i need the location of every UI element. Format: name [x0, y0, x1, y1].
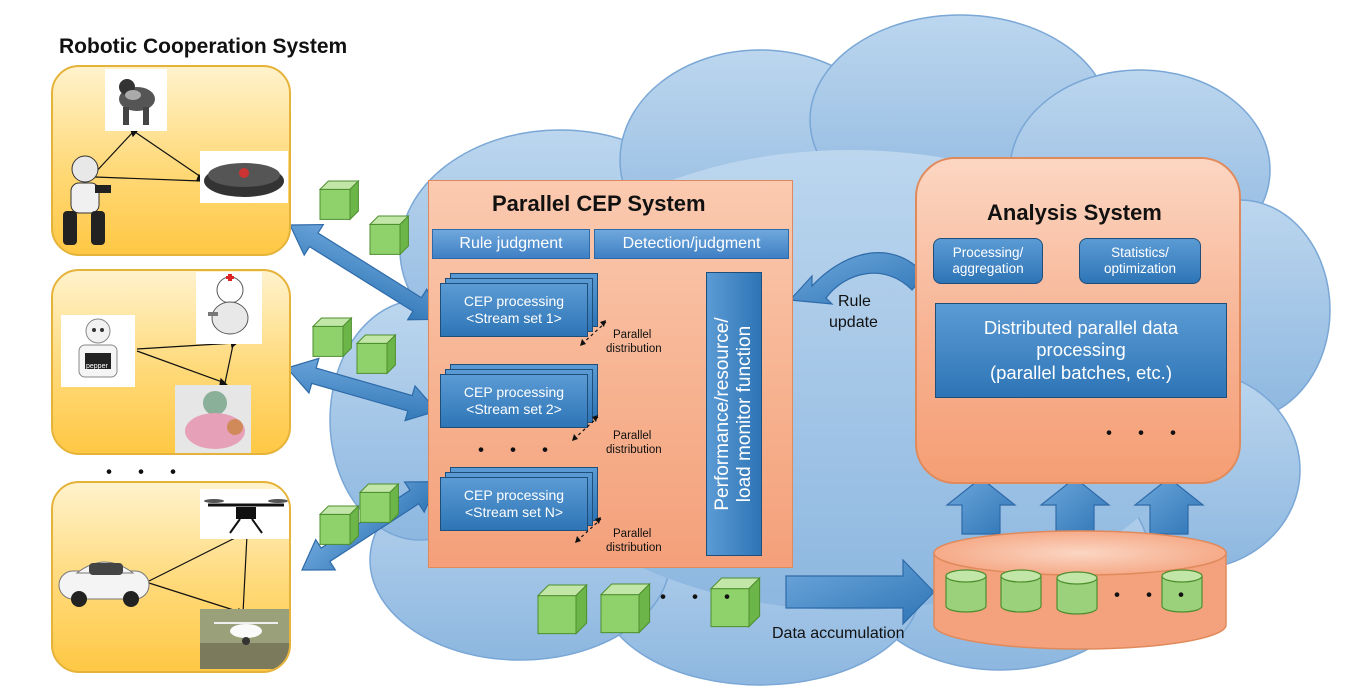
stream-set-label: <Stream set 2> — [466, 401, 562, 417]
distributed-label-line1: Distributed parallel data — [983, 317, 1179, 339]
distribution-label: distribution — [606, 343, 662, 355]
distribution-label: distribution — [606, 444, 662, 456]
bottom-cube-dots: ・・・ — [652, 585, 749, 610]
parallel-label: Parallel — [613, 329, 652, 341]
data-cube-icon — [318, 179, 360, 221]
data-cube-icon — [355, 333, 397, 375]
db-cylinder-icon — [1161, 569, 1203, 613]
self-driving-car-icon — [55, 555, 153, 612]
up-arrow-icon — [1039, 477, 1111, 535]
bidirectional-arrows — [285, 223, 442, 571]
statistics-optimization-box: Statistics/ optimization — [1079, 238, 1201, 284]
robot-groups-dots: ・・・ — [98, 460, 195, 485]
data-cube-icon — [368, 214, 410, 256]
rule-update-label-line1: Rule — [838, 293, 871, 310]
data-cube-icon — [358, 482, 400, 524]
cep-processing-box: CEP processing <Stream set 1> — [440, 283, 588, 337]
distributed-label-line2: processing — [1036, 339, 1126, 361]
care-robot-icon — [175, 385, 251, 453]
quadcopter-icon — [200, 609, 289, 671]
drone-icon — [200, 489, 289, 544]
robot-group-panel-1 — [51, 65, 291, 256]
storage-data-cylinders — [945, 569, 1203, 615]
rule-judgment-label: Rule judgment — [432, 229, 590, 259]
analysis-cube-dots: ・・・ — [1098, 421, 1195, 446]
optimization-label: optimization — [1103, 261, 1177, 276]
pepper-label: pepper — [86, 363, 108, 370]
rule-update-label-line2: update — [829, 314, 878, 331]
distribution-label: distribution — [606, 542, 662, 554]
distributed-processing-box: Distributed parallel data processing (pa… — [935, 303, 1227, 398]
humanoid-robot-icon — [55, 149, 113, 254]
data-accumulation-arrow — [785, 558, 935, 626]
performance-monitor-function: Performance/resource/ load monitor funct… — [706, 272, 762, 556]
parallel-label: Parallel — [613, 528, 652, 540]
data-cube-icon — [599, 582, 651, 634]
aggregation-label: aggregation — [952, 261, 1024, 276]
stream-set-label: <Stream set 1> — [466, 310, 562, 326]
upload-arrows — [945, 477, 1205, 535]
up-arrow-icon — [1133, 477, 1205, 535]
storage-dots: ・・・ — [1106, 583, 1203, 608]
cep-processing-label: CEP processing — [463, 293, 565, 310]
robot-group-panel-3 — [51, 481, 291, 673]
robotic-system-title: Robotic Cooperation System — [59, 35, 348, 58]
distributed-label-line3: (parallel batches, etc.) — [989, 361, 1172, 383]
data-cube-icon — [536, 583, 588, 635]
data-cube-icon — [709, 576, 761, 628]
parallel-label: Parallel — [613, 430, 652, 442]
data-cube-icon — [318, 504, 360, 546]
cep-processing-box: CEP processing <Stream set 2> — [440, 374, 588, 428]
cep-system-title: Parallel CEP System — [492, 191, 706, 216]
parallel-distribution-arrow — [575, 517, 602, 543]
nurse-robot-icon — [196, 272, 262, 349]
cep-processing-box: CEP processing <Stream set N> — [440, 477, 588, 531]
detection-judgment-label: Detection/judgment — [594, 229, 789, 259]
statistics-label: Statistics/ — [1111, 244, 1169, 260]
data-cube-icon — [311, 316, 353, 358]
stream-set-label: <Stream set N> — [464, 504, 564, 520]
robot-group-panel-2: pepper — [51, 269, 291, 455]
robot-dog-icon — [105, 69, 167, 136]
parallel-distribution-arrow — [572, 415, 599, 441]
cep-processor-dots: ・・・ — [470, 438, 567, 463]
cep-processing-label: CEP processing — [463, 384, 565, 401]
analysis-system-title: Analysis System — [987, 200, 1162, 225]
data-accumulation-label: Data accumulation — [772, 625, 905, 642]
robot-vacuum-icon — [200, 151, 288, 208]
monitor-label-line1: Performance/resource/ — [712, 317, 734, 511]
pepper-robot-icon: pepper — [61, 315, 135, 392]
db-cylinder-icon — [945, 569, 987, 613]
cep-processing-label: CEP processing — [463, 487, 565, 504]
parallel-distribution-arrow — [580, 320, 607, 346]
db-cylinder-icon — [1000, 569, 1042, 613]
processing-aggregation-box: Processing/ aggregation — [933, 238, 1043, 284]
up-arrow-icon — [945, 477, 1017, 535]
monitor-label-line2: load monitor function — [734, 325, 755, 503]
db-cylinder-icon — [1056, 571, 1098, 615]
processing-label: Processing/ — [952, 244, 1024, 260]
